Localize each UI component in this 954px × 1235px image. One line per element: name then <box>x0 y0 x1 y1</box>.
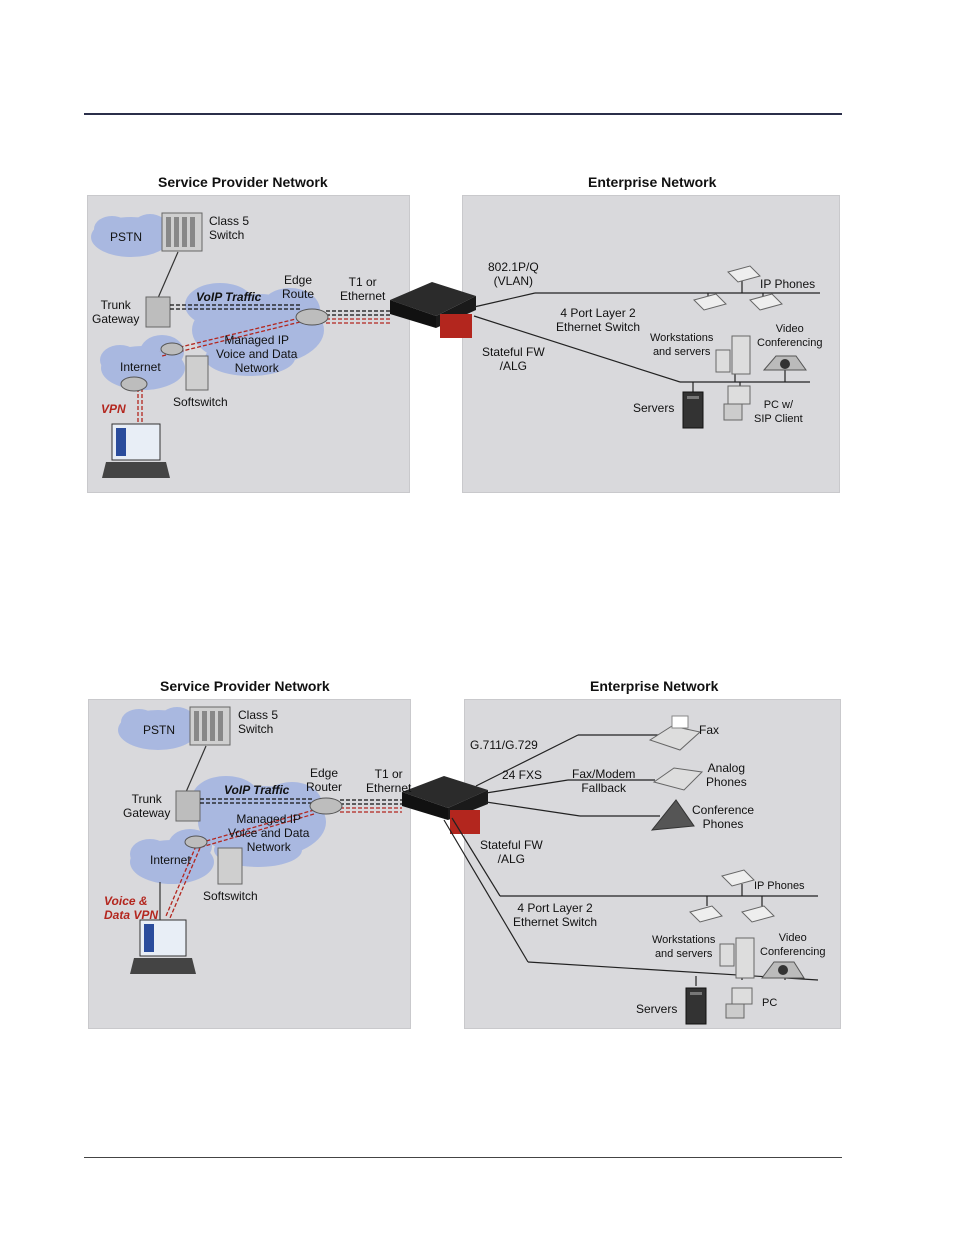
ethernet-switch-label-2: 4 Port Layer 2 Ethernet Switch <box>513 901 598 929</box>
conference-phone-icon <box>650 799 695 831</box>
servers-label-2: Servers <box>636 1002 678 1016</box>
fax-icon <box>648 715 702 751</box>
enterprise-gateway-device <box>390 282 476 338</box>
pstn-cloud <box>91 214 171 257</box>
vpn-path-1 <box>137 317 392 428</box>
trunk-gateway-label: Trunk Gateway <box>92 298 140 326</box>
laptop-icon <box>102 423 170 478</box>
vlan-label: 802.1P/Q (VLAN) <box>488 260 539 288</box>
vpn-label: VPN <box>101 402 126 416</box>
class5-switch-label: Class 5 Switch <box>209 214 250 242</box>
pc-icon-2 <box>725 987 753 1019</box>
managed-ip-cloud <box>185 283 324 376</box>
voip-traffic-label: VoIP Traffic <box>196 290 262 304</box>
internet-label-2: Internet <box>150 853 191 867</box>
internet-router-icon <box>120 376 148 392</box>
servers-label: Servers <box>633 401 675 415</box>
pstn-label-2: PSTN <box>143 723 176 737</box>
enterprise-network-panel <box>462 195 840 493</box>
pstn-label: PSTN <box>110 230 143 244</box>
t1-ethernet-label: T1 or Ethernet <box>340 275 386 303</box>
enterprise-network-title-2: Enterprise Network <box>590 678 719 694</box>
video-conferencing-label-2: Video Conferencing <box>760 932 826 958</box>
edge-router-icon <box>295 308 329 326</box>
fax-modem-fallback-label: Fax/Modem Fallback <box>572 767 636 795</box>
voice-data-vpn-label: Voice & Data VPN <box>104 894 159 922</box>
core-router-icon-2 <box>184 835 208 849</box>
workstations-label: Workstations and servers <box>650 332 714 358</box>
ethernet-switch-label: 4 Port Layer 2 Ethernet Switch <box>556 306 641 334</box>
footer-rule <box>84 1157 842 1158</box>
edge-router-icon-2 <box>309 797 343 815</box>
class5-switch-icon <box>161 212 203 252</box>
internet-label: Internet <box>120 360 161 374</box>
voip-traffic-path-2 <box>200 798 402 805</box>
softswitch-icon <box>185 355 209 391</box>
softswitch-label: Softswitch <box>173 395 228 409</box>
analog-phone-icon <box>652 767 704 791</box>
fax-label: Fax <box>699 723 720 737</box>
voip-traffic-label-2: VoIP Traffic <box>224 783 290 797</box>
video-camera-icon-2 <box>761 961 805 979</box>
vpn-path-2 <box>165 807 402 919</box>
analog-phones-label: Analog Phones <box>706 761 747 789</box>
ip-phones-label: IP Phones <box>760 277 816 291</box>
managed-ip-label: Managed IP Voice and Data Network <box>216 333 298 375</box>
pc-sip-client-label: PC w/ SIP Client <box>754 399 803 425</box>
ip-phones-label-2: IP Phones <box>754 880 805 892</box>
video-conferencing-label: Video Conferencing <box>757 323 823 349</box>
workstations-label-2: Workstations and servers <box>652 934 716 960</box>
managed-ip-cloud-2 <box>192 776 326 867</box>
enterprise-network-title: Enterprise Network <box>588 174 717 190</box>
voip-traffic-path <box>170 304 392 316</box>
stateful-fw-label-2: Stateful FW /ALG <box>480 838 543 866</box>
trunk-gateway-label-2: Trunk Gateway <box>123 792 171 820</box>
server-icon-1 <box>682 391 704 429</box>
softswitch-icon-2 <box>217 847 243 885</box>
header-rule <box>84 113 842 115</box>
ip-phone-icons-2 <box>689 869 775 923</box>
laptop-icon-2 <box>130 919 196 974</box>
class5-switch-label-2: Class 5 Switch <box>238 708 279 736</box>
fxs-label: 24 FXS <box>502 768 543 782</box>
workstation-icon-2 <box>719 937 755 979</box>
pc-icon-1 <box>723 385 751 421</box>
sp-network-title: Service Provider Network <box>158 174 328 190</box>
pc-label-2: PC <box>762 997 778 1009</box>
edge-router-label-2: Edge Router <box>306 766 343 794</box>
video-camera-icon-1 <box>762 355 807 371</box>
softswitch-label-2: Softswitch <box>203 889 258 903</box>
managed-ip-label-2: Managed IP Voice and Data Network <box>228 812 310 854</box>
core-router-icon <box>160 342 184 356</box>
sp-network-title-2: Service Provider Network <box>160 678 330 694</box>
ip-phone-icons-1 <box>693 265 783 311</box>
workstation-icon-1 <box>715 335 751 375</box>
enterprise-gateway-device-2 <box>402 776 488 834</box>
trunk-gateway-icon-2 <box>175 790 201 822</box>
t1-ethernet-label-2: T1 or Ethernet <box>366 767 412 795</box>
pstn-cloud-2 <box>118 707 198 750</box>
server-icon-2 <box>685 987 707 1025</box>
internet-cloud <box>100 335 185 390</box>
class5-switch-icon-2 <box>189 706 231 746</box>
trunk-gateway-icon <box>145 296 171 328</box>
diagram1-graphics <box>91 212 820 478</box>
codec-label: G.711/G.729 <box>470 738 538 752</box>
edge-router-label: Edge Route <box>282 273 315 301</box>
conference-phones-label: Conference Phones <box>692 803 755 831</box>
stateful-fw-label: Stateful FW /ALG <box>482 345 545 373</box>
